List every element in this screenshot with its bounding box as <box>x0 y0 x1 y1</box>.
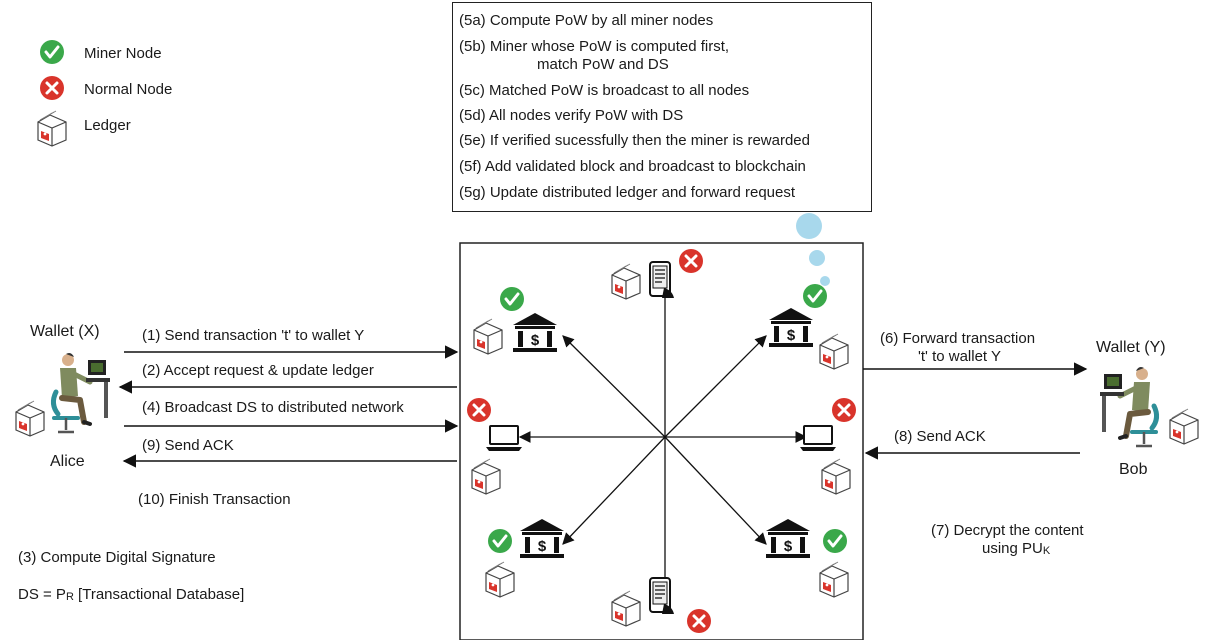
cross-icon <box>677 247 705 275</box>
pu-subscript: K <box>1042 545 1051 557</box>
ledger-icon <box>821 458 851 495</box>
left-flow-arrows <box>118 345 459 468</box>
check-icon <box>498 285 526 313</box>
thought-bubbles <box>796 213 830 286</box>
ledger-icon <box>471 458 501 495</box>
step-4-label: (4) Broadcast DS to distributed network <box>142 399 404 416</box>
phone-icon <box>649 261 675 299</box>
ds-suffix: [Transactional Database] <box>73 586 245 603</box>
step-1-label: (1) Send transaction 't' to wallet Y <box>142 327 365 344</box>
step-10-label: (10) Finish Transaction <box>138 491 291 508</box>
user-at-computer-icon <box>53 353 110 432</box>
ledger-icon <box>1169 408 1199 445</box>
step-5f: (5f) Add validated block and broadcast t… <box>459 158 806 175</box>
network-box <box>459 242 864 640</box>
phone-icon <box>649 577 675 615</box>
alice <box>15 353 110 437</box>
cross-icon <box>38 74 66 102</box>
node-bottom-right <box>766 519 849 598</box>
step-6-label-line1: (6) Forward transaction <box>880 330 1036 347</box>
node-left <box>465 396 523 495</box>
mining-steps-box: (5a) Compute PoW by all miner nodes (5b)… <box>452 2 872 212</box>
ledger-icon <box>37 110 67 147</box>
check-icon <box>38 38 66 66</box>
ds-prefix: DS = P <box>18 586 66 603</box>
step-5b-line2: match PoW and DS <box>537 56 669 73</box>
bank-icon <box>513 313 557 352</box>
bank-icon <box>769 308 813 347</box>
node-right <box>799 396 858 495</box>
step-7-label-line2: using PUK <box>982 540 1050 558</box>
ledger-icon <box>485 561 515 598</box>
ledger-icon <box>819 333 849 370</box>
node-top <box>611 247 705 300</box>
step-5b-line1: (5b) Miner whose PoW is computed first, <box>459 38 730 55</box>
cross-icon <box>465 396 493 424</box>
bob-wallet-label: Wallet (Y) <box>1096 339 1166 356</box>
ds-subscript: R <box>65 591 74 603</box>
bank-icon <box>520 519 564 558</box>
alice-name-label: Alice <box>50 453 85 470</box>
cross-icon <box>685 607 713 635</box>
legend: Miner Node Normal Node Ledger <box>37 38 172 147</box>
step-8-label: (8) Send ACK <box>894 428 986 445</box>
broadcast-arrows <box>518 284 808 598</box>
legend-miner-label: Miner Node <box>84 45 162 62</box>
step-5g: (5g) Update distributed ledger and forwa… <box>459 184 796 201</box>
step-5e: (5e) If verified sucessfully then the mi… <box>459 132 810 149</box>
ledger-icon <box>15 400 45 437</box>
cross-icon <box>830 396 858 424</box>
alice-wallet-label: Wallet (X) <box>30 323 100 340</box>
step-6-label-line2: 't' to wallet Y <box>918 348 1001 365</box>
step-5d: (5d) All nodes verify PoW with DS <box>459 107 684 124</box>
bank-icon <box>766 519 810 558</box>
bob <box>1100 367 1199 446</box>
step-5a: (5a) Compute PoW by all miner nodes <box>459 12 714 29</box>
laptop-icon <box>799 425 837 452</box>
step-2-label: (2) Accept request & update ledger <box>142 362 374 379</box>
legend-normal-label: Normal Node <box>84 81 172 98</box>
ledger-icon <box>611 263 641 300</box>
pu-prefix: using PU <box>982 540 1043 557</box>
ledger-icon <box>473 318 503 355</box>
node-top-left <box>473 285 557 355</box>
check-icon <box>821 527 849 555</box>
node-bottom <box>611 577 713 635</box>
user-at-computer-icon <box>1100 367 1157 446</box>
step-5c: (5c) Matched PoW is broadcast to all nod… <box>459 82 750 99</box>
digital-signature-formula: DS = PR [Transactional Database] <box>18 586 244 604</box>
node-bottom-left <box>485 519 564 598</box>
laptop-icon <box>485 425 523 452</box>
node-top-right <box>769 282 849 370</box>
bob-name-label: Bob <box>1119 461 1148 478</box>
step-3-label: (3) Compute Digital Signature <box>18 549 216 566</box>
check-icon <box>486 527 514 555</box>
step-9-label: (9) Send ACK <box>142 437 234 454</box>
legend-ledger-label: Ledger <box>84 117 131 134</box>
check-icon <box>801 282 829 310</box>
right-flow-arrows <box>863 362 1088 460</box>
ledger-icon <box>819 561 849 598</box>
ledger-icon <box>611 590 641 627</box>
step-7-label-line1: (7) Decrypt the content <box>931 522 1084 539</box>
